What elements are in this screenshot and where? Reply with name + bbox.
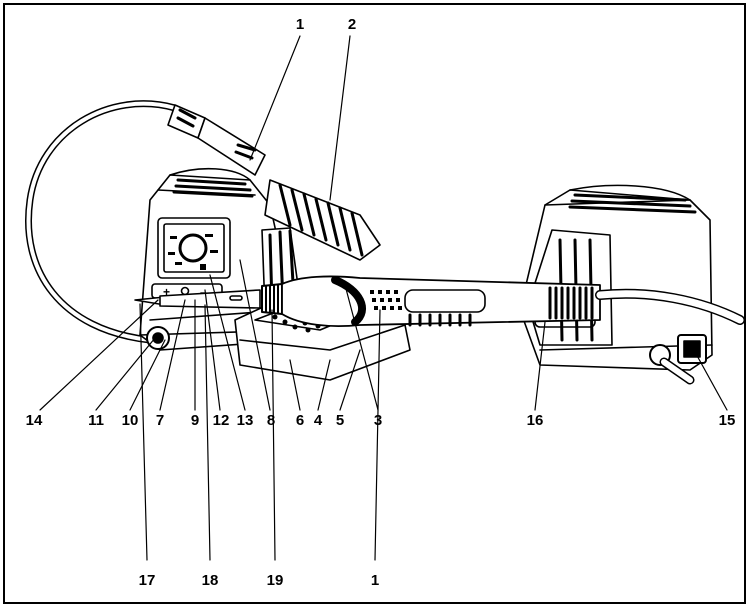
callout-6: 6 [295,412,305,429]
callout-4: 4 [313,412,323,429]
callout-14: 14 [25,412,43,429]
rear-top-grill [568,193,697,214]
callout-3: 3 [373,412,383,429]
svg-text:+: + [163,285,170,299]
callout-17: 17 [138,572,156,589]
callout-5: 5 [335,412,345,429]
callout-8: 8 [266,412,276,429]
callout-1-top: 1 [295,16,305,33]
callout-11: 11 [88,412,104,429]
top-vent-grill [172,178,254,198]
display-scale-marks [168,234,218,270]
station-front-view: + – [25,100,411,381]
leader-lines [39,35,728,561]
iron-in-holder [167,104,266,176]
callout-1-bottom: 1 [370,572,380,589]
callout-12: 12 [212,412,230,429]
grip-pattern [331,276,367,326]
callout-10: 10 [121,412,139,429]
callout-13: 13 [236,412,254,429]
iron-holder-coil [264,179,381,261]
temperature-dial-display [178,233,208,263]
handle-rear-grip [548,286,594,320]
callout-9: 9 [190,412,200,429]
callout-16: 16 [526,412,544,429]
callout-2: 2 [347,16,357,33]
callout-15: 15 [718,412,736,429]
callout-18: 18 [201,572,219,589]
callout-19: 19 [266,572,284,589]
soldering-iron-detail [134,275,745,327]
svg-text:–: – [200,285,207,299]
display-panel [157,217,231,279]
callout-7: 7 [155,412,165,429]
